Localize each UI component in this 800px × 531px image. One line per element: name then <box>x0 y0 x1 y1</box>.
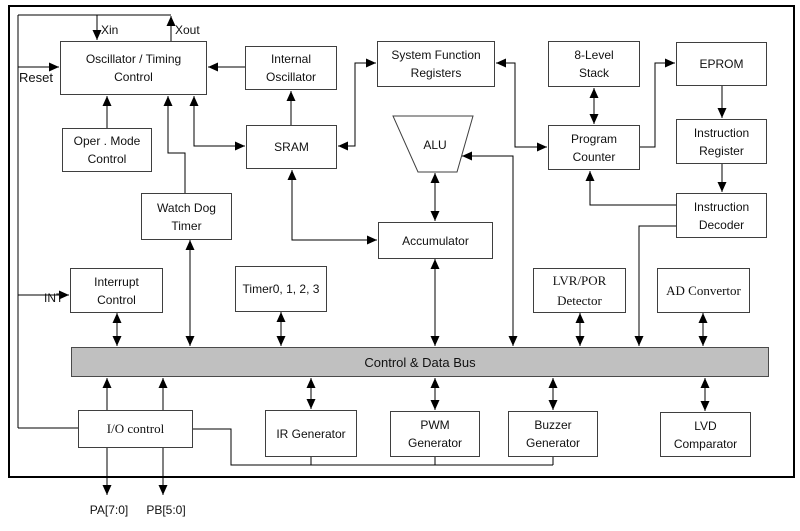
block-ad-convertor: AD Convertor <box>657 268 750 313</box>
osc-sram <box>189 96 245 151</box>
block-alu-label: ALU <box>423 138 447 152</box>
block-watch-dog-timer: Watch Dog Timer <box>141 193 232 240</box>
block-interrupt-control: Interrupt Control <box>70 268 163 313</box>
pin-label-reset: Reset <box>19 70 53 85</box>
pin-label-xin: Xin <box>101 23 119 37</box>
io-generators-rail <box>193 428 553 466</box>
decoder-to-bus <box>634 225 676 346</box>
sram-accumulator <box>287 170 377 245</box>
pin-label-int: INT <box>44 291 64 305</box>
block-instruction-decoder: Instruction Decoder <box>676 193 767 238</box>
sfr-pc <box>496 58 547 152</box>
block-ir-generator: IR Generator <box>265 410 357 457</box>
sram-sfr <box>338 58 376 151</box>
block-oscillator-timing-control: Oscillator / Timing Control <box>60 41 207 95</box>
block-sram: SRAM <box>246 125 337 169</box>
block-oper-mode-control: Oper . Mode Control <box>62 128 152 172</box>
block-program-counter: Program Counter <box>548 125 640 170</box>
block-buzzer-generator: Buzzer Generator <box>508 411 598 457</box>
block-8-level-stack: 8-Level Stack <box>548 41 640 87</box>
pin-label-pb: PB[5:0] <box>146 503 186 517</box>
pin-label-xout: Xout <box>175 23 200 37</box>
block-lvd-comparator: LVD Comparator <box>660 412 751 457</box>
outer-border <box>8 5 795 478</box>
block-accumulator: Accumulator <box>378 222 493 259</box>
pc-to-eprom <box>640 58 675 148</box>
wdt-to-osc <box>163 96 186 193</box>
io-bottom-rail <box>193 428 554 466</box>
block-eprom: EPROM <box>676 42 767 86</box>
core-wires <box>102 58 727 346</box>
control-data-bus: Control & Data Bus <box>71 347 769 377</box>
bus-label: Control & Data Bus <box>364 354 476 370</box>
alu-bus <box>462 151 518 346</box>
decoder-to-pc <box>585 171 676 206</box>
block-io-control: I/O control <box>78 410 193 448</box>
alu-shape <box>392 115 474 173</box>
block-system-function-registers: System Function Registers <box>377 41 495 87</box>
bus-wires <box>102 240 710 411</box>
block-pwm-generator: PWM Generator <box>390 411 480 457</box>
pin-wires <box>17 14 176 495</box>
block-timers: Timer0, 1, 2, 3 <box>235 266 327 312</box>
block-lvr-por-detector: LVR/POR Detector <box>533 268 626 313</box>
block-internal-oscillator: Internal Oscillator <box>245 46 337 90</box>
pin-label-pa: PA[7:0] <box>89 503 129 517</box>
block-instruction-register: Instruction Register <box>676 119 767 164</box>
